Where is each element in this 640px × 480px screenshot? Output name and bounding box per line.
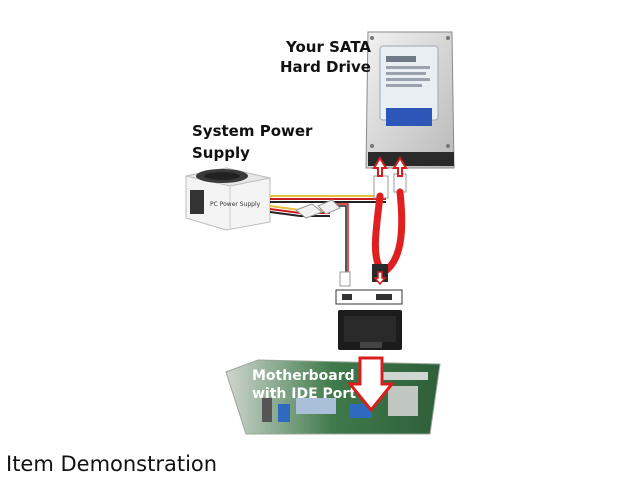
- motherboard: [225, 359, 441, 435]
- psu-label-line1: System Power: [192, 122, 313, 140]
- caption: Item Demonstration: [6, 452, 218, 476]
- big-down-arrow-icon: [346, 356, 396, 413]
- sata-cable: [371, 188, 406, 282]
- psu-label-line2: Supply: [192, 144, 250, 162]
- power-supply: PC Power Supply: [185, 167, 271, 231]
- hdd-label-line2: Hard Drive: [280, 58, 371, 76]
- arrow-down-icon: [373, 271, 387, 286]
- motherboard-label-line2: with IDE Port: [252, 386, 356, 402]
- motherboard-label-line1: Motherboard: [252, 368, 355, 384]
- psu-text: PC Power Supply: [210, 201, 261, 208]
- arrow-up-data-icon: [392, 156, 408, 177]
- hard-drive: [365, 31, 455, 169]
- hdd-label-line1: Your SATA: [285, 38, 371, 56]
- ide-adapter: [335, 289, 403, 350]
- arrow-up-power-icon: [372, 156, 388, 177]
- molex-cables: [269, 188, 387, 287]
